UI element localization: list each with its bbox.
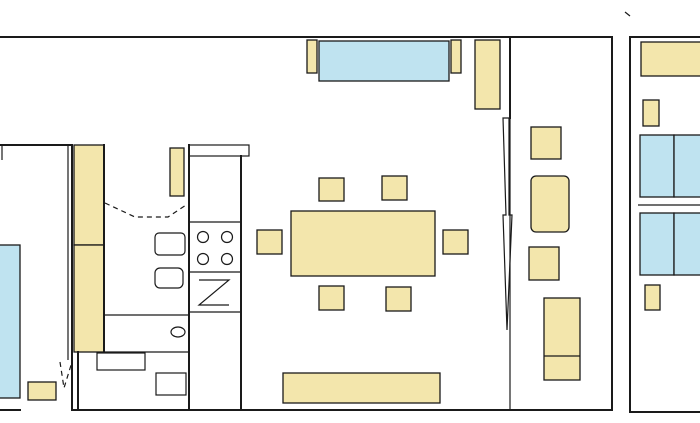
bath-cabinet (169, 147, 185, 197)
chair-top-left (318, 177, 345, 202)
washing-machine-icon (155, 372, 187, 396)
stove-burner-icon (220, 230, 234, 244)
sofa-arm-right (450, 39, 462, 74)
stove-burner-icon (196, 252, 210, 266)
range-hood (188, 144, 250, 157)
stool-right-top (642, 99, 660, 127)
bed-right-top (639, 134, 675, 198)
bath-door-swing-icon (104, 202, 187, 218)
shower-tray (96, 352, 146, 371)
left-door-swing (59, 361, 73, 389)
toilet-icon (154, 267, 184, 289)
stool-right-bottom (644, 284, 661, 311)
wardrobe-top (73, 144, 105, 246)
bed-left (0, 244, 21, 399)
sliding-door-icon (502, 117, 513, 331)
chair-right (442, 229, 469, 255)
left-room-walls (0, 144, 73, 411)
sofa-arm-left (306, 39, 318, 74)
sideboard (282, 372, 441, 404)
bed-right-bottom (639, 212, 675, 276)
washbasin-icon (170, 326, 186, 338)
coffee-table (530, 175, 570, 233)
daybed (543, 297, 581, 381)
dining-table (290, 210, 436, 277)
sliding-partition (502, 36, 513, 410)
cabinet-tall (474, 39, 501, 110)
bathroom-walls (77, 144, 190, 411)
stove-burner-icon (220, 252, 234, 266)
nightstand-left (27, 381, 57, 401)
sofa-top (318, 40, 450, 82)
chair-bottom-right (385, 286, 412, 312)
chair-left (256, 229, 283, 255)
kitchen-column (188, 144, 250, 411)
armchair-bottom (528, 246, 560, 281)
desk-right (640, 41, 700, 77)
armchair-top (530, 126, 562, 160)
bed-right-bottom-2 (673, 212, 700, 276)
chair-bottom-left (318, 285, 345, 311)
chair-top-right (381, 175, 408, 201)
wardrobe-bottom (73, 244, 105, 353)
door-swing-icon (59, 361, 73, 389)
right-room-walls (629, 36, 700, 413)
bed-right-top-2 (673, 134, 700, 198)
stairs-icon (197, 279, 231, 306)
wall-mark (624, 11, 631, 17)
sink-icon (154, 232, 186, 256)
stove-burner-icon (196, 230, 210, 244)
